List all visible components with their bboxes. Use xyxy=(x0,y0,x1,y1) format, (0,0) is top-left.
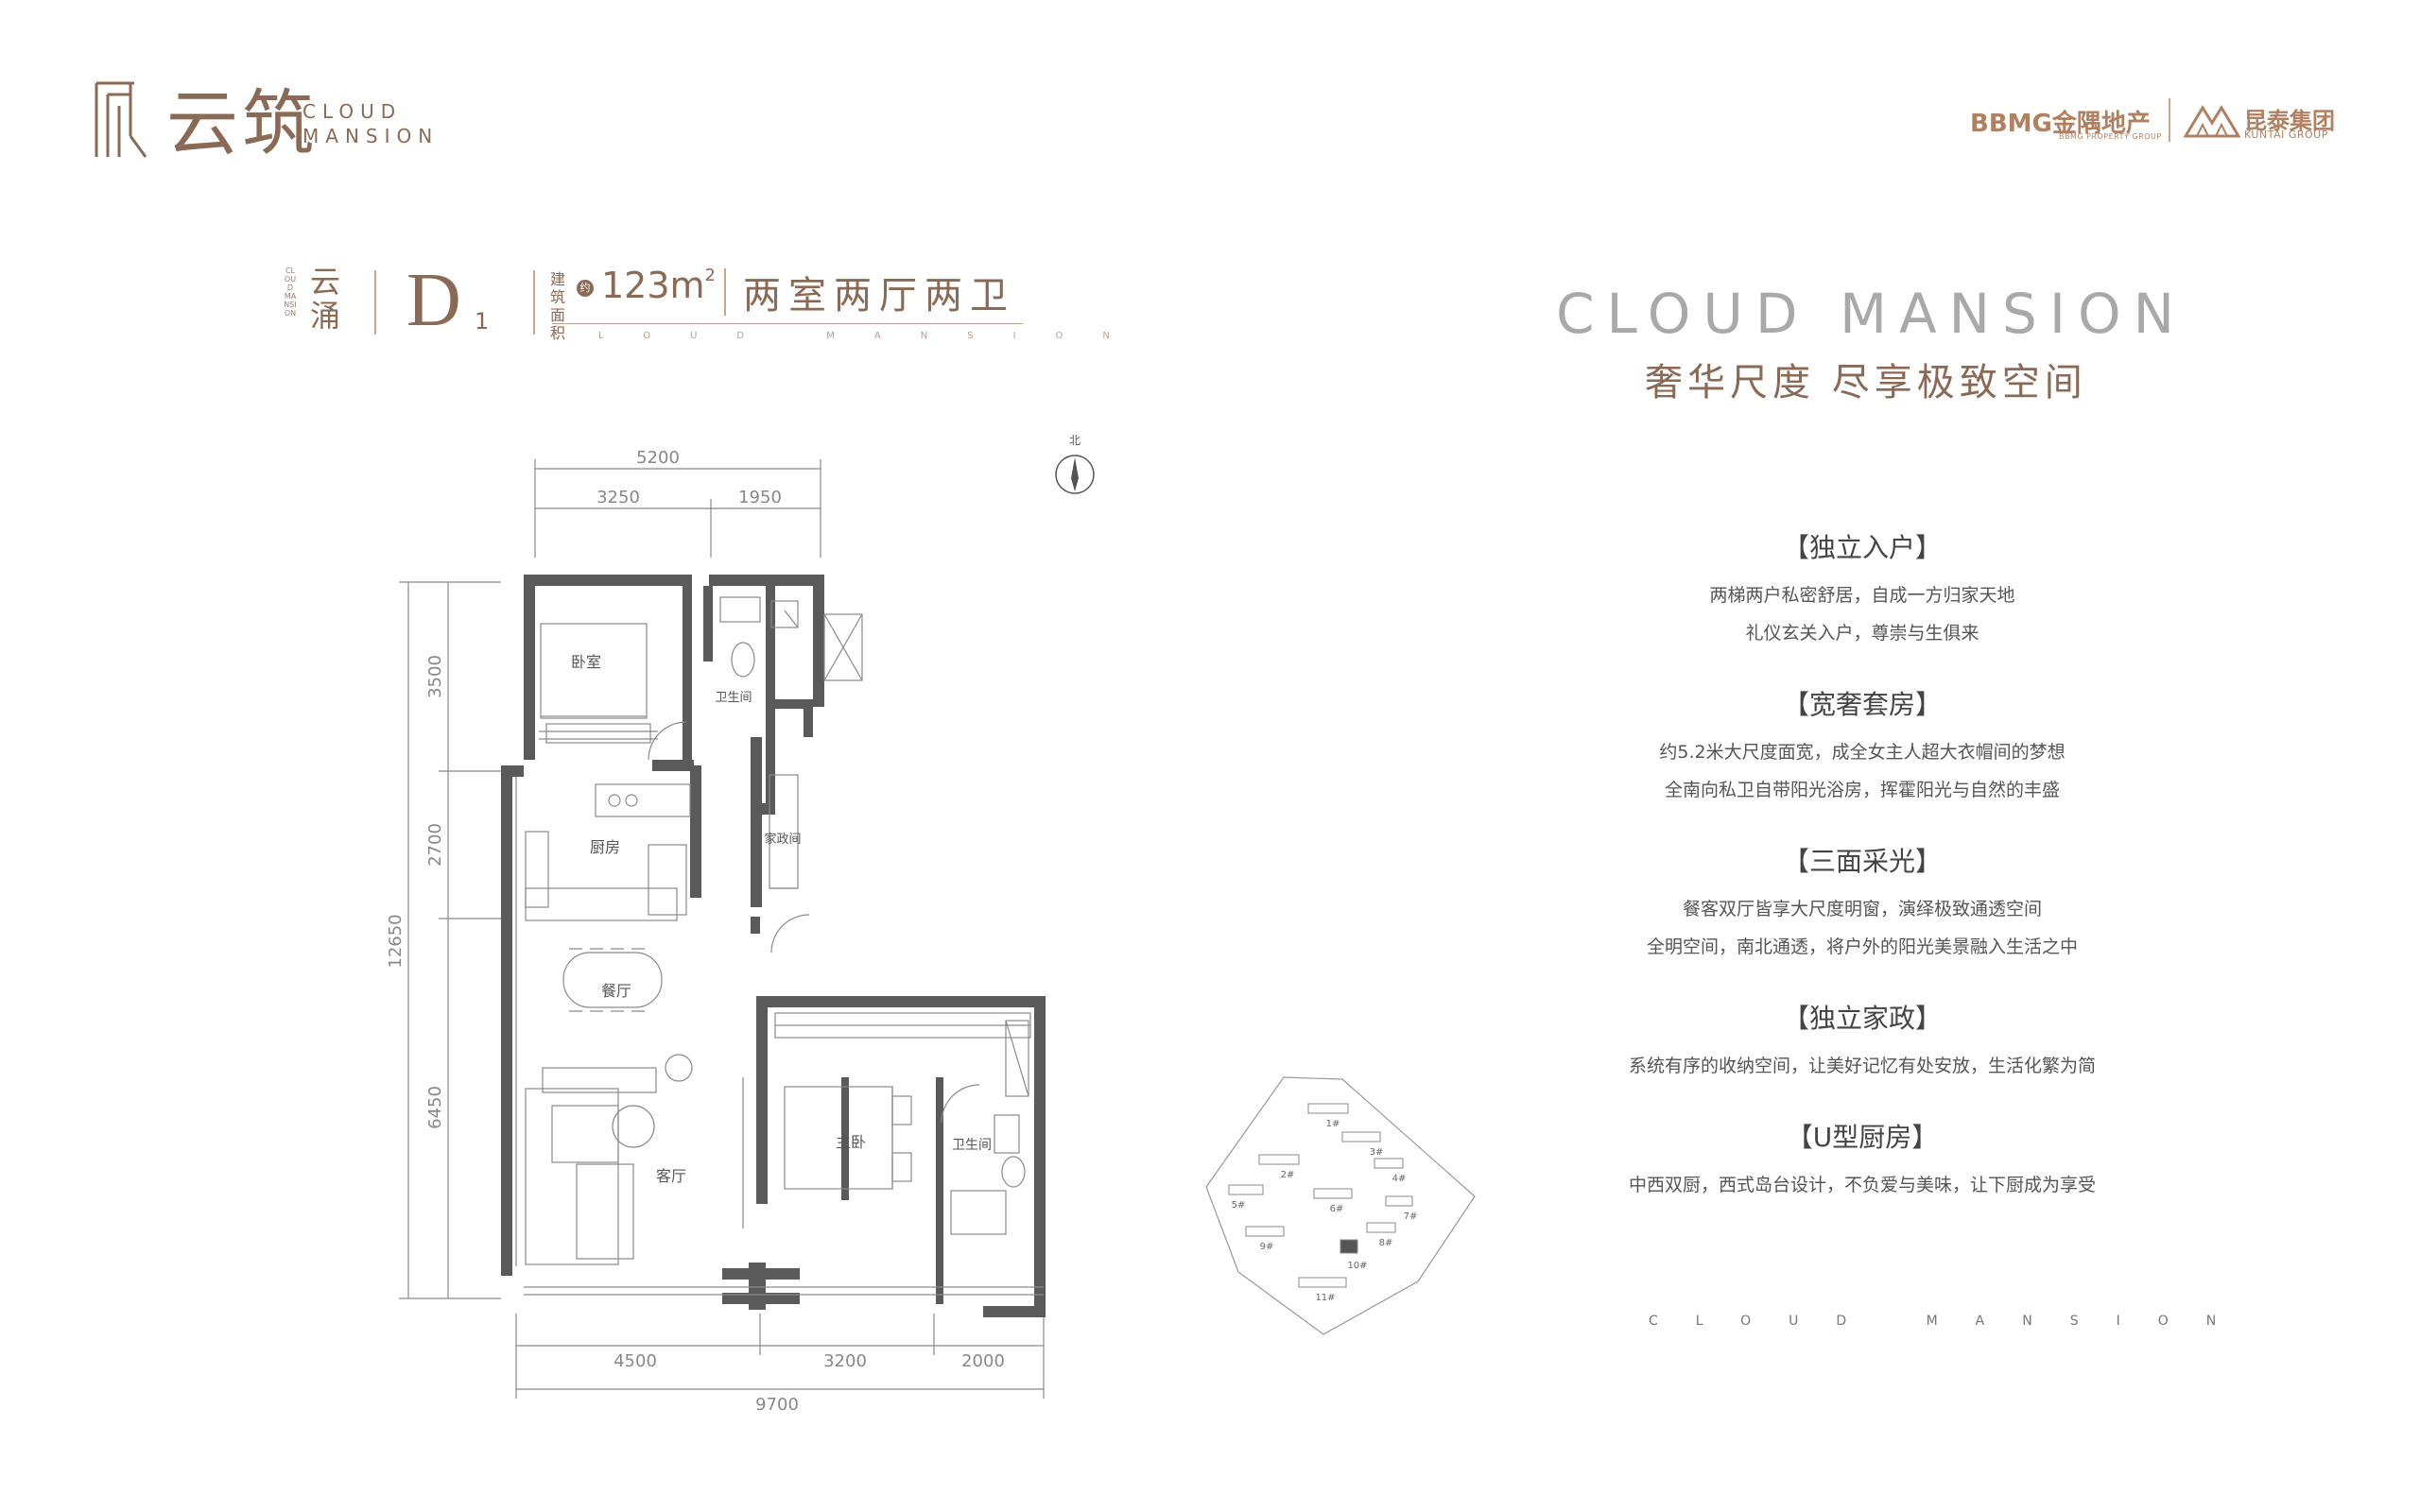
building-label: 1# xyxy=(1326,1119,1340,1129)
floor-plan: 卧室 卫生间 厨房 家政间 餐厅 客厅 主卧 卫生间 5200 3250 195… xyxy=(378,416,1097,1436)
dimension-lines xyxy=(399,459,1045,1399)
feature-item: 【独立入户】 两梯两户私密舒居，自成一方归家天地 礼仪玄关入户，尊崇与生俱来 xyxy=(1531,531,2193,652)
site-boundary xyxy=(1205,1076,1476,1335)
site-buildings xyxy=(1228,1103,1413,1288)
unit-code-sub: 1 xyxy=(475,308,490,335)
building-label: 8# xyxy=(1379,1238,1393,1248)
feature-item: 【三面采光】 餐客双厅皆享大尺度明窗，演绎极致通透空间 全明空间，南北通透，将户… xyxy=(1531,845,2193,966)
building-label: 6# xyxy=(1330,1204,1344,1214)
area-value: 123m2 xyxy=(601,265,716,306)
dimension-labels: 5200 3250 1950 4500 3200 2000 9700 12650… xyxy=(386,448,1005,1415)
headline-en: CLOUD MANSION xyxy=(1556,282,2187,346)
room-label-living: 客厅 xyxy=(656,1167,686,1185)
feature-text: 系统有序的收纳空间，让美好记忆有处安放，生活化繁为简 xyxy=(1628,1056,2096,1076)
unit-code: D xyxy=(406,259,461,342)
feature-title: 【U型厨房】 xyxy=(1786,1122,1939,1153)
room-label-master: 主卧 xyxy=(836,1133,866,1151)
feature-text: 约5.2米大尺度面宽，成全女主人超大衣帽间的梦想 xyxy=(1659,742,2066,763)
feature-title: 【三面采光】 xyxy=(1782,846,1942,877)
title-underline-en: CLOUD MANSION xyxy=(552,331,1150,341)
site-plan: 1# 2# 3# 4# 5# 6# 7# 8# 9# 10# 11# xyxy=(1201,1074,1484,1338)
logo-name-en-line1: CLOUD xyxy=(302,100,403,123)
feature-text: 餐客双厅皆享大尺度明窗，演绎极致通透空间 xyxy=(1682,899,2042,919)
building-label: 3# xyxy=(1370,1147,1384,1158)
developer-a-name: BBMG金隅地产 xyxy=(1970,110,2151,138)
room-labels: 卧室 卫生间 厨房 家政间 餐厅 客厅 主卧 卫生间 xyxy=(571,653,992,1185)
dim-bottom-a: 4500 xyxy=(614,1351,657,1371)
feature-item: 【独立家政】 系统有序的收纳空间，让美好记忆有处安放，生活化繁为简 xyxy=(1531,1002,2193,1085)
feature-list: 【独立入户】 两梯两户私密舒居，自成一方归家天地 礼仪玄关入户，尊崇与生俱来 【… xyxy=(1531,531,2193,1240)
building-label: 7# xyxy=(1404,1211,1418,1222)
dim-top-total: 5200 xyxy=(636,448,680,468)
building-label: 9# xyxy=(1260,1242,1274,1252)
area-label: 建筑面积 xyxy=(550,270,566,342)
title-divider xyxy=(533,270,535,335)
feature-item: 【宽奢套房】 约5.2米大尺度面宽，成全女主人超大衣帽间的梦想 全南向私卫自带阳… xyxy=(1531,688,2193,809)
compass-icon: 北 xyxy=(1055,434,1095,494)
feature-item: 【U型厨房】 中西双厨，西式岛台设计，不负爱与美味，让下厨成为享受 xyxy=(1531,1121,2193,1204)
dim-left-c: 6450 xyxy=(425,1086,445,1129)
feature-text: 全明空间，南北通透，将户外的阳光美景融入生活之中 xyxy=(1646,936,2078,957)
dim-bottom-c: 2000 xyxy=(961,1351,1005,1371)
developer-divider xyxy=(2169,98,2170,142)
room-label-bath1: 卫生间 xyxy=(715,691,752,705)
developer-logos: BBMG金隅地产 BBMG PROPERTY GROUP 昆泰集团 KUNTAI… xyxy=(1970,98,2367,155)
feature-text: 两梯两户私密舒居，自成一方归家天地 xyxy=(1709,585,2015,606)
footer-en: CLOUD MANSION xyxy=(1649,1314,2255,1329)
building-label: 4# xyxy=(1392,1174,1407,1184)
furniture xyxy=(515,596,1044,1296)
room-label-housekeeping: 家政间 xyxy=(764,832,801,847)
compass-label: 北 xyxy=(1069,434,1080,447)
headline-cn: 奢华尺度 尽享极致空间 xyxy=(1645,361,2087,404)
feature-title: 【独立入户】 xyxy=(1782,532,1942,563)
kuntai-mountain-icon xyxy=(2184,105,2240,138)
developer-b-sub: KUNTAI GROUP xyxy=(2244,129,2328,141)
room-label-bath2: 卫生间 xyxy=(952,1138,992,1153)
project-logo: 云筑 CLOUD MANSION xyxy=(93,79,433,164)
developer-a-sub: BBMG PROPERTY GROUP xyxy=(2059,132,2162,141)
walls xyxy=(501,575,1046,1317)
unit-layout: 两室两厅两卫 xyxy=(743,274,1015,318)
dim-bottom-total: 9700 xyxy=(755,1395,799,1415)
unit-series-en: CLOUD MANSION xyxy=(284,266,297,318)
feature-text: 中西双厨，西式岛台设计，不负爱与美味，让下厨成为享受 xyxy=(1628,1175,2096,1195)
building-label: 5# xyxy=(1232,1200,1246,1211)
feature-text: 全南向私卫自带阳光浴房，挥霍阳光与自然的丰盛 xyxy=(1664,780,2060,800)
area-approx-badge: 约 xyxy=(577,280,594,297)
logo-mark-icon xyxy=(95,81,147,158)
compass: 北 xyxy=(1051,433,1098,499)
room-label-bedroom: 卧室 xyxy=(571,653,601,671)
feature-title: 【独立家政】 xyxy=(1782,1003,1942,1034)
dim-left-a: 3500 xyxy=(425,655,445,698)
developer-b-name: 昆泰集团 xyxy=(2244,108,2335,134)
feature-title: 【宽奢套房】 xyxy=(1782,689,1942,720)
feature-text: 礼仪玄关入户，尊崇与生俱来 xyxy=(1745,623,1979,644)
area-number: 123m xyxy=(601,265,705,306)
dim-top-left: 3250 xyxy=(596,488,640,507)
dim-top-right: 1950 xyxy=(738,488,782,507)
unit-series-cn: 云涌 xyxy=(309,264,340,334)
logo-name-cn: 云筑 xyxy=(166,81,318,165)
room-label-kitchen: 厨房 xyxy=(590,838,620,856)
site-building-labels: 1# 2# 3# 4# 5# 6# 7# 8# 9# 10# 11# xyxy=(1232,1119,1418,1303)
building-label: 2# xyxy=(1281,1170,1295,1180)
building-label: 10# xyxy=(1347,1261,1367,1271)
area-superscript: 2 xyxy=(704,266,716,285)
building-label: 11# xyxy=(1315,1293,1335,1303)
room-label-dining: 餐厅 xyxy=(601,982,631,1000)
title-divider xyxy=(724,268,726,316)
dim-bottom-b: 3200 xyxy=(823,1351,867,1371)
dim-left-b: 2700 xyxy=(425,823,445,867)
logo-name-en-line2: MANSION xyxy=(302,125,440,147)
dim-left-total: 12650 xyxy=(386,914,406,968)
title-underline xyxy=(552,323,1023,324)
title-divider xyxy=(374,270,376,335)
